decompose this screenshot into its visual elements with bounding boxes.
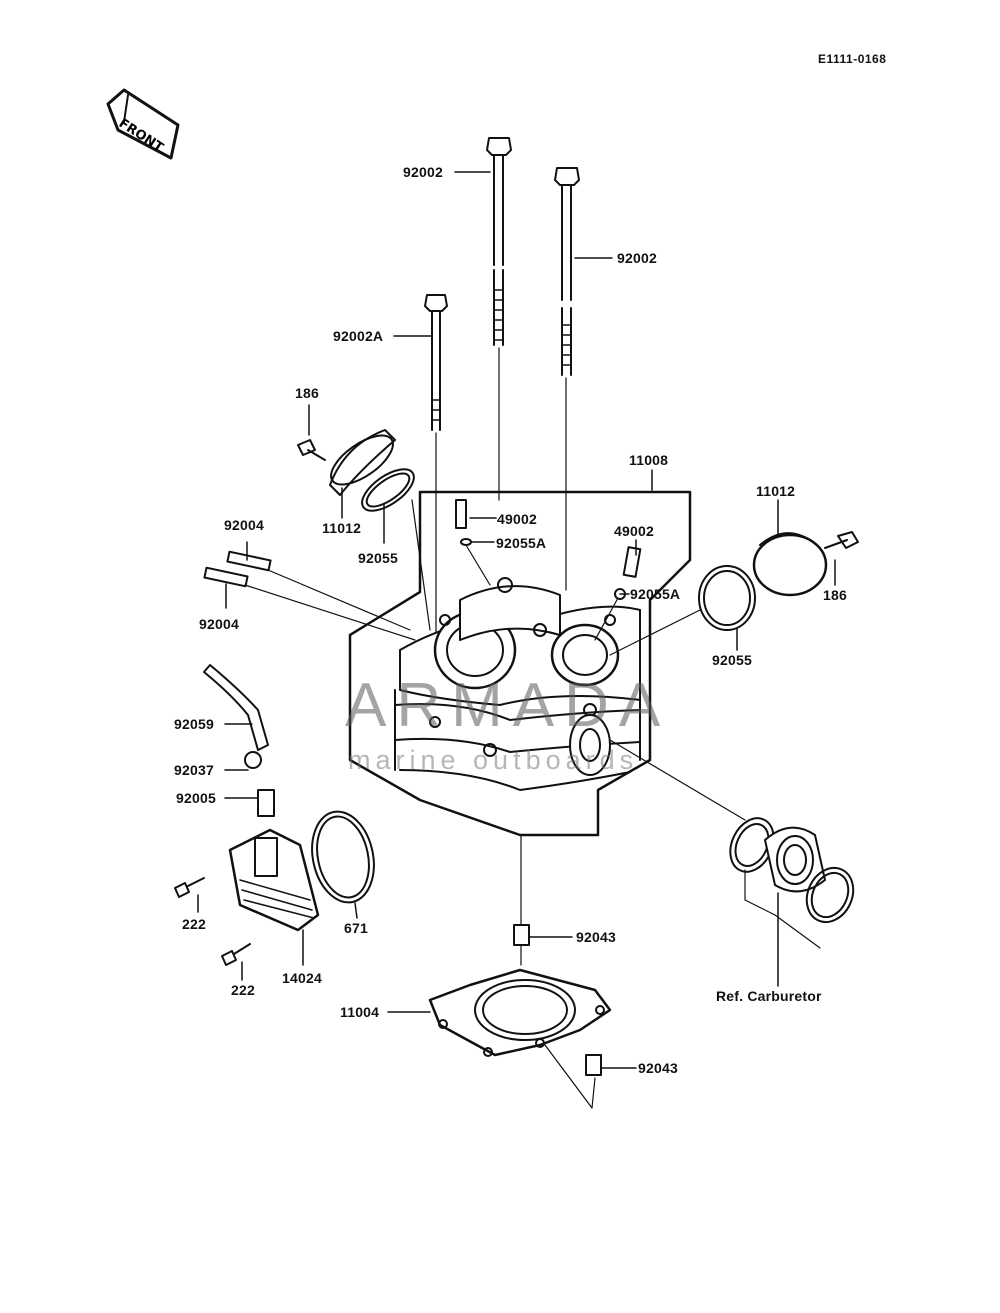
head-gasket <box>428 968 612 1057</box>
head-bolt-short <box>424 294 448 431</box>
part-label-671: 671 <box>344 920 368 936</box>
carb-insulator <box>609 739 855 949</box>
part-label-222: 222 <box>182 916 206 932</box>
part-label-92055a: 92055A <box>630 586 681 602</box>
breather-hose <box>203 664 275 817</box>
watermark-tagline: marine outboards <box>348 745 639 775</box>
part-label-186: 186 <box>295 385 319 401</box>
valve-cover-left <box>297 429 431 631</box>
diagram-code: E1111-0168 <box>818 52 887 66</box>
dowel-pin-lower <box>585 1054 602 1076</box>
part-label-14024: 14024 <box>282 970 322 986</box>
part-label-11004: 11004 <box>340 1004 380 1020</box>
front-arrow-icon <box>106 88 180 160</box>
part-label-92055a: 92055A <box>496 535 547 551</box>
plug-center <box>455 499 491 586</box>
part-label-49002: 49002 <box>614 523 654 539</box>
part-label-92002: 92002 <box>403 164 443 180</box>
part-label-92043: 92043 <box>576 929 616 945</box>
part-label-186: 186 <box>823 587 847 603</box>
dowel-pin-upper <box>513 924 530 946</box>
part-label-92005: 92005 <box>176 790 216 806</box>
part-label-92055: 92055 <box>712 652 752 668</box>
part-label-92037: 92037 <box>174 762 214 778</box>
part-label-92043: 92043 <box>638 1060 678 1076</box>
valve-cover-right <box>609 531 859 656</box>
part-label-92055: 92055 <box>358 550 398 566</box>
part-label-222: 222 <box>231 982 255 998</box>
part-label-92002: 92002 <box>617 250 657 266</box>
bolt-222-b <box>221 943 251 966</box>
part-label-11012: 11012 <box>322 520 362 536</box>
part-label-92002a: 92002A <box>333 328 384 344</box>
o-ring <box>311 810 375 904</box>
stud-lower <box>203 566 416 641</box>
head-bolt-right <box>554 167 580 376</box>
part-label-92004: 92004 <box>199 616 239 632</box>
part-label-49002: 49002 <box>497 511 537 527</box>
stud-upper <box>226 550 411 631</box>
watermark-brand: ARMADA <box>345 671 671 740</box>
part-label-92004: 92004 <box>224 517 264 533</box>
part-label-11008: 11008 <box>629 452 669 468</box>
ref-carburetor-note: Ref. Carburetor <box>716 988 822 1004</box>
head-bolt-left <box>486 137 512 346</box>
part-label-92059: 92059 <box>174 716 214 732</box>
part-label-11012: 11012 <box>756 483 796 499</box>
side-cover <box>228 828 320 932</box>
bolt-222-a <box>174 877 205 898</box>
cylinder-head <box>348 490 692 837</box>
